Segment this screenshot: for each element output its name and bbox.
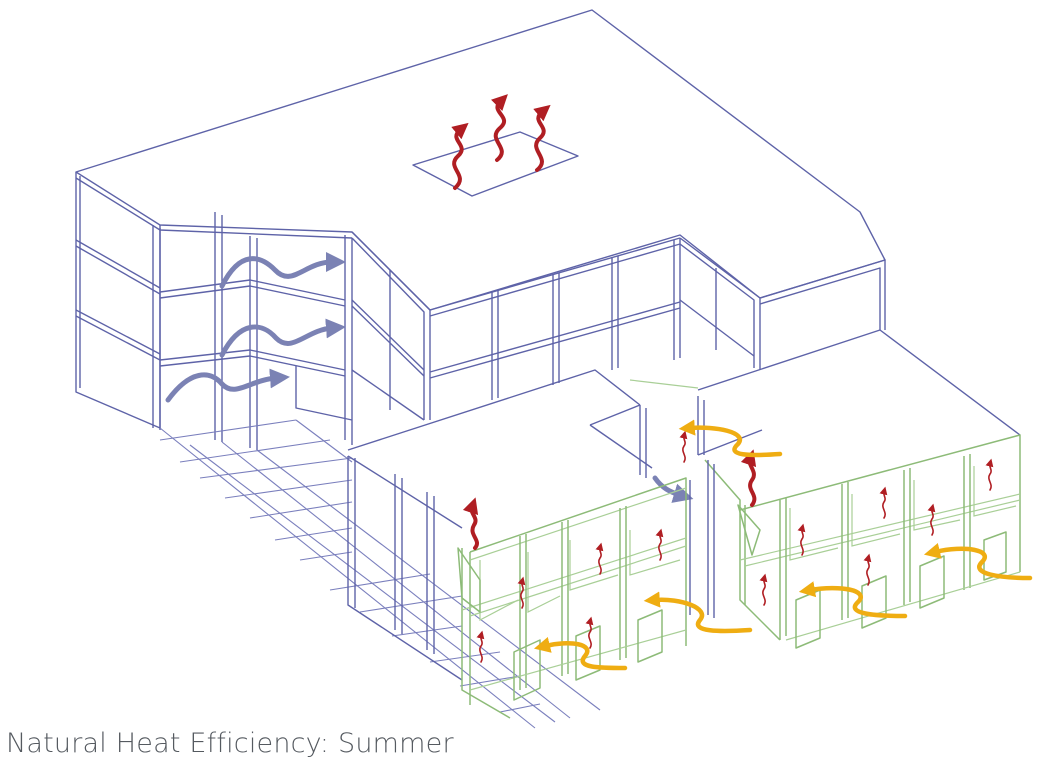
diagram-caption: Natural Heat Efficiency: Summer: [6, 728, 454, 759]
roof-skylight: [412, 131, 579, 197]
warm-air-rising-arrow: [451, 94, 551, 190]
left-addition-block: [457, 477, 687, 719]
fresh-air-intake-arrow: [533, 419, 1033, 671]
cross-ventilation-arrow: [165, 252, 694, 503]
right-addition-block: [589, 329, 1021, 649]
main-building: [75, 9, 886, 729]
room-warm-air-indicators: [462, 430, 994, 663]
